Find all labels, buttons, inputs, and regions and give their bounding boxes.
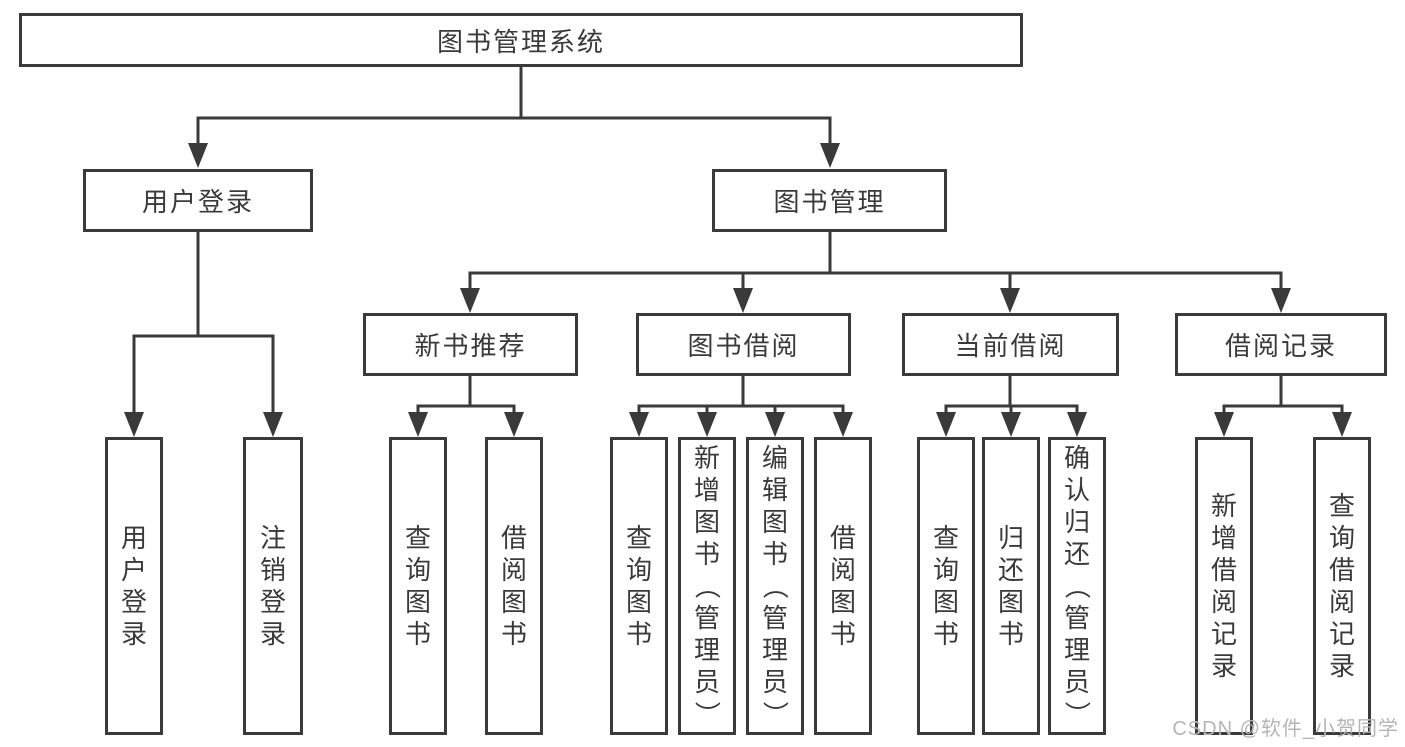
leaf-query-books-recommend: 查询图书 xyxy=(389,437,447,735)
leaf-add-borrow-record: 新增借阅记录 xyxy=(1195,437,1253,735)
leaf-return-book: 归还图书 xyxy=(982,437,1040,735)
node-book-borrow: 图书借阅 xyxy=(636,313,851,376)
leaf-confirm-return-admin: 确认归还（管理员） xyxy=(1048,437,1106,735)
leaf-logout: 注销登录 xyxy=(243,437,303,735)
leaf-query-borrow-record: 查询借阅记录 xyxy=(1313,437,1371,735)
leaf-query-books-borrow: 查询图书 xyxy=(610,437,668,735)
leaf-borrow-books-recommend: 借阅图书 xyxy=(485,437,543,735)
node-root: 图书管理系统 xyxy=(19,13,1023,67)
node-borrow-records: 借阅记录 xyxy=(1175,313,1387,376)
node-new-book-recommend: 新书推荐 xyxy=(363,313,578,376)
leaf-query-books-current: 查询图书 xyxy=(917,437,975,735)
node-current-borrow: 当前借阅 xyxy=(902,313,1119,376)
leaf-user-login: 用户登录 xyxy=(105,437,163,735)
leaf-borrow-books: 借阅图书 xyxy=(814,437,872,735)
watermark-text: CSDN @软件_小贺同学 xyxy=(1172,718,1399,740)
leaf-edit-book-admin: 编辑图书（管理员） xyxy=(746,437,804,735)
node-user-login: 用户登录 xyxy=(83,169,313,232)
node-book-management: 图书管理 xyxy=(712,169,947,232)
leaf-add-book-admin: 新增图书（管理员） xyxy=(678,437,736,735)
